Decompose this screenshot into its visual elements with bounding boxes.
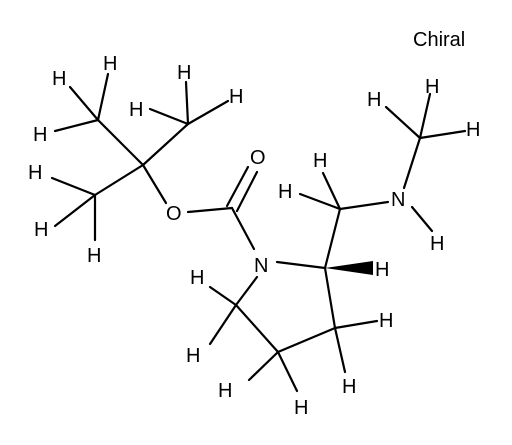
atom-h: H [186, 345, 200, 367]
atom-h: H [278, 181, 292, 203]
bond-namine-h [410, 205, 434, 233]
atom-label-layer: O O N N H H H H H H H H H H H H H H H H … [28, 53, 480, 419]
atom-h: H [87, 245, 101, 267]
atom-h: H [177, 62, 191, 84]
bond-c2-h-b [184, 80, 190, 126]
atom-h: H [33, 124, 47, 146]
bond-c3-h-a [333, 319, 379, 330]
atom-h: H [129, 99, 143, 121]
bond-ccarbonyl-n [230, 206, 256, 251]
bond-c3-h-b [53, 193, 97, 228]
bond-ch2-h-b [321, 171, 342, 211]
bond-quatc-c3 [93, 163, 145, 197]
bond-quatc-c2 [141, 122, 190, 167]
atom-h: H [342, 376, 356, 398]
atom-h-stereo: H [375, 259, 389, 281]
bond-c1-h-c [53, 118, 100, 133]
bond-ch2-namine [338, 200, 390, 211]
bond-c3-h-b [333, 326, 347, 374]
bond-c4-h-a [247, 350, 280, 382]
bond-n-c2 [275, 260, 327, 270]
bond-c4-h-b [276, 350, 299, 393]
atom-o-carbonyl: O [250, 147, 266, 169]
bond-c5-h-a [208, 285, 238, 307]
bond-quatc-c1 [96, 118, 145, 167]
stereo-wedge-bond [325, 261, 373, 275]
bond-c3-h-a [50, 176, 97, 197]
atom-h: H [28, 162, 42, 184]
bond-c2-c3 [323, 266, 337, 330]
bond-c2-h-a [148, 107, 190, 126]
bond-c5-n [234, 275, 259, 307]
bond-ch2-h-a [298, 192, 342, 211]
bond-c2-h-c [186, 99, 230, 126]
bond-c3-c4 [276, 326, 337, 354]
atom-h: H [425, 76, 439, 98]
bond-ch3-h-a [384, 105, 422, 140]
atom-h: H [34, 219, 48, 241]
bond-layer [50, 72, 467, 393]
atom-n-ring: N [254, 255, 268, 277]
bond-c1-h-b [96, 72, 110, 122]
bond-namine-ch3 [402, 136, 422, 190]
atom-o-ether: O [166, 203, 182, 225]
bond-carbonyl-double-b [235, 170, 259, 213]
atom-h: H [367, 89, 381, 111]
bond-quatc-oether [141, 163, 168, 205]
atom-h: H [313, 150, 327, 172]
bond-carbonyl-double-a [225, 165, 250, 208]
atom-h: H [229, 86, 243, 108]
bond-c4-c5 [234, 303, 280, 354]
atom-h: H [103, 53, 117, 75]
bond-c1-h-a [68, 85, 100, 122]
atom-n-amine: N [391, 189, 405, 211]
atom-h: H [379, 310, 393, 332]
bond-ch3-h-b [418, 92, 432, 140]
bond-oether-ccarbonyl [186, 206, 234, 214]
atom-h: H [190, 267, 204, 289]
atom-h: H [430, 233, 444, 255]
bond-ch3-h-c [418, 129, 467, 140]
atom-h: H [466, 119, 480, 141]
atom-h: H [294, 397, 308, 419]
chiral-label: Chiral [413, 29, 465, 51]
bond-c5-h-b [208, 303, 238, 346]
atom-h: H [52, 68, 66, 90]
atom-h: H [218, 380, 232, 402]
bond-c2-ch2 [323, 207, 342, 270]
